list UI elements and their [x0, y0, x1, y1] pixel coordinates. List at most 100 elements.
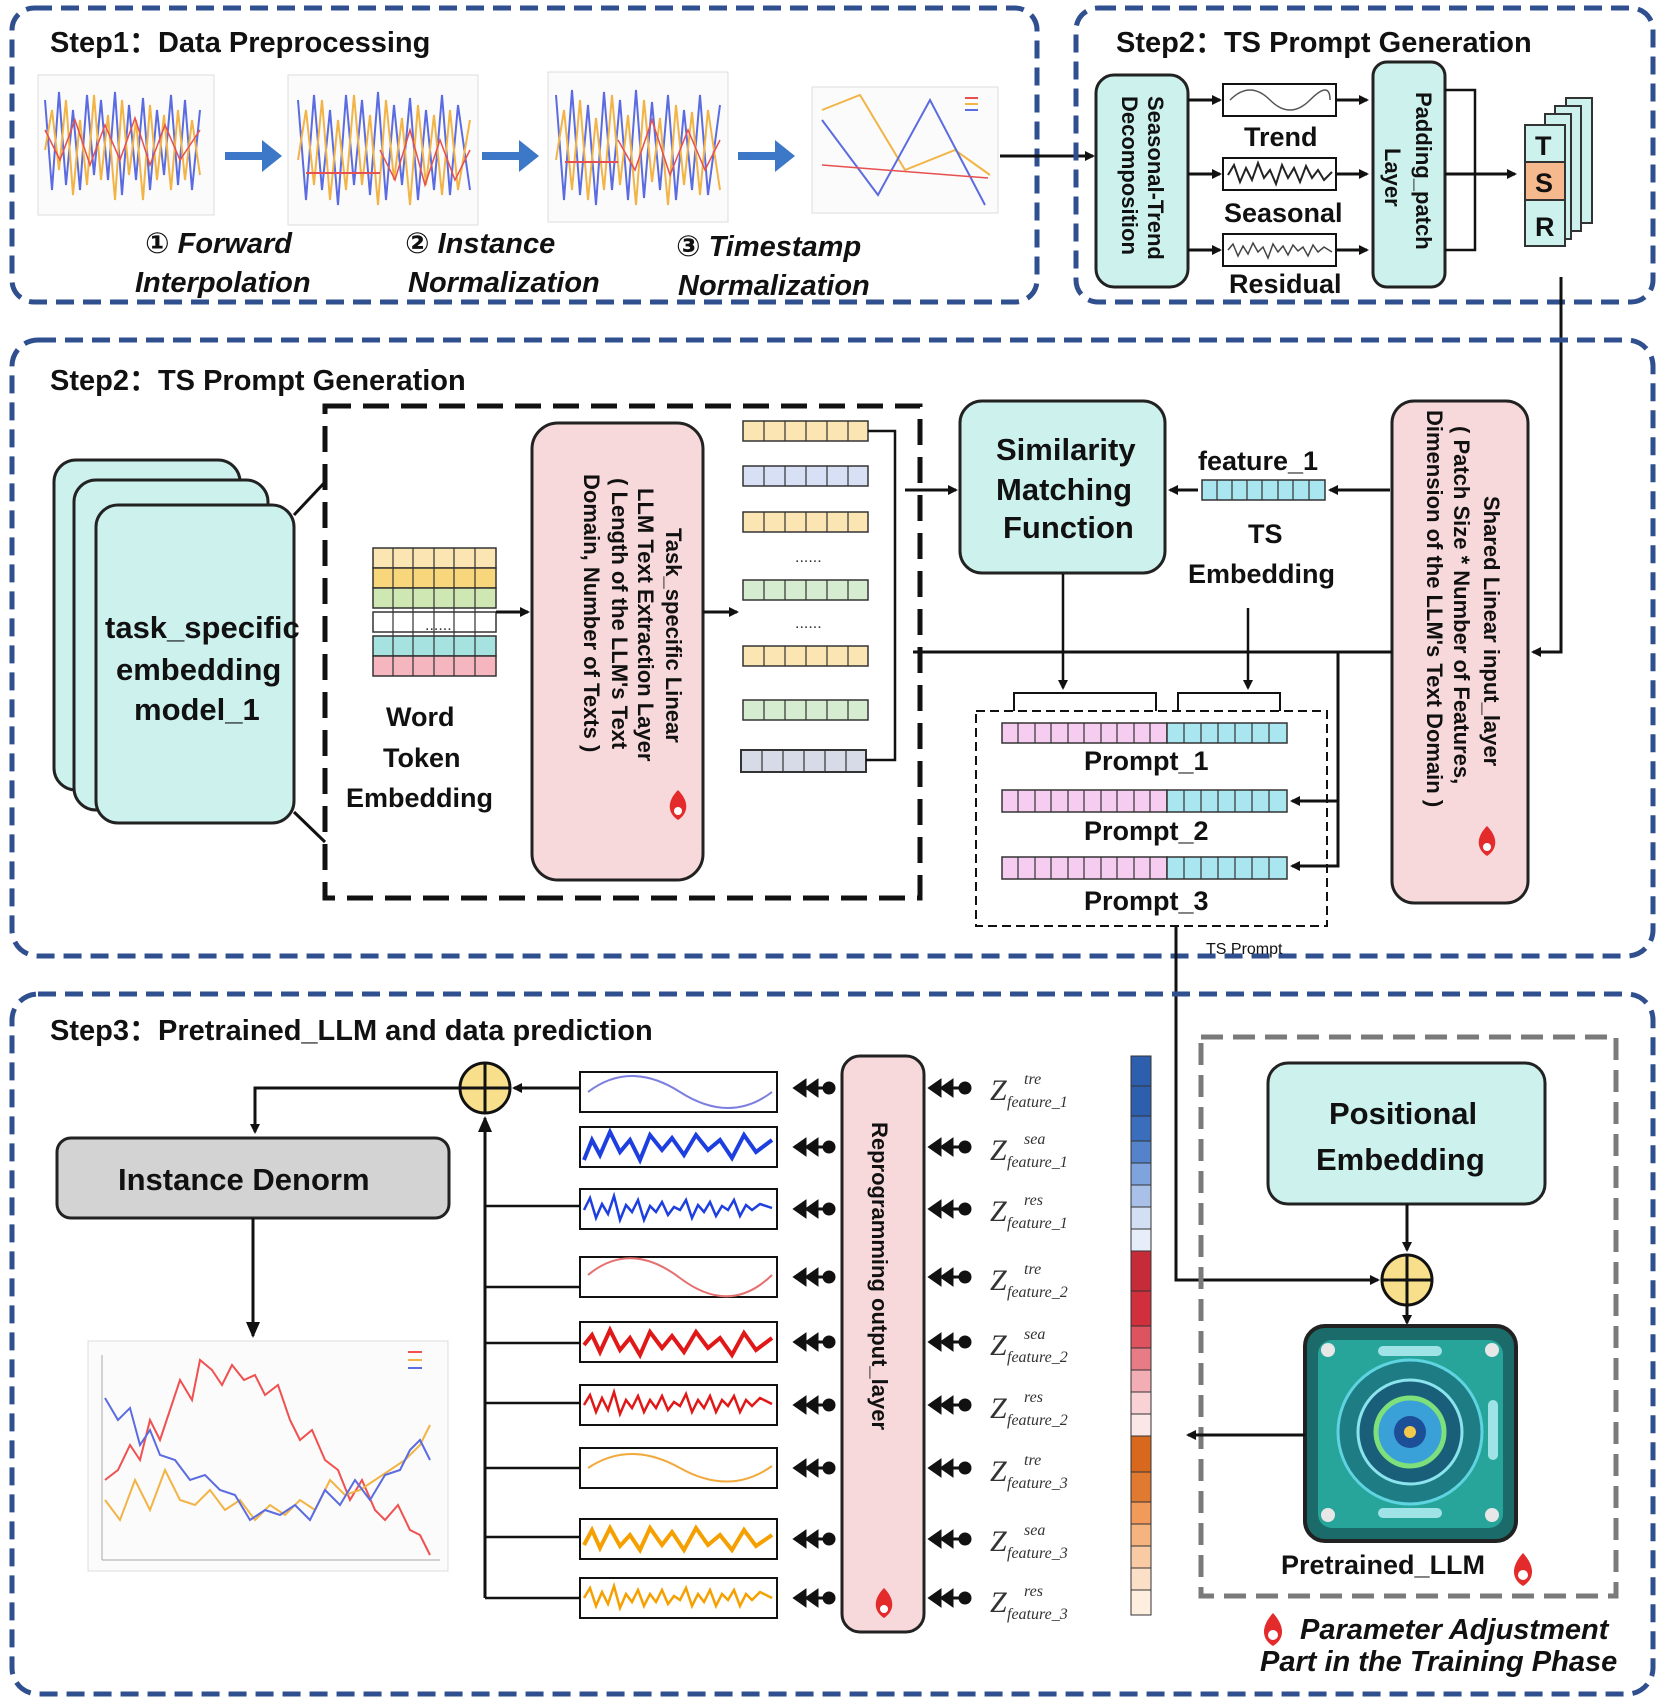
- shared-label-2: ( Patch Size * Number of Features,: [1449, 426, 1474, 784]
- flame-icon: [1478, 826, 1496, 856]
- decomposition-label-2: Decomposition: [1117, 96, 1142, 255]
- z-base: Z: [990, 1074, 1007, 1107]
- z-base: Z: [990, 1264, 1007, 1297]
- tsr-stack: T S R: [1524, 97, 1593, 247]
- z-base: Z: [990, 1455, 1007, 1488]
- z-superscript: res: [1024, 1583, 1043, 1600]
- prompt-3-label: Prompt_3: [1084, 886, 1209, 916]
- seasonal-label: Seasonal: [1224, 198, 1343, 228]
- svg-text:......: ......: [795, 615, 822, 632]
- z-superscript: tre: [1024, 1452, 1041, 1469]
- feature-token-stack: [1130, 1055, 1152, 1616]
- z-base: Z: [990, 1525, 1007, 1558]
- z-subscript: feature_2: [1007, 1412, 1068, 1429]
- positional-add-node: [1380, 1253, 1434, 1307]
- forward-label-1: ① Forward: [145, 228, 293, 260]
- interpolated-series-plot: [287, 74, 479, 226]
- step2-mid-title: Step2：TS Prompt Generation: [50, 365, 466, 397]
- task-specific-embedding-model: task_specific embedding model_1: [52, 458, 300, 825]
- arrow-prompt-to-llm: [1174, 926, 1380, 1285]
- arrow-3: [738, 140, 795, 172]
- tsr-s: S: [1535, 168, 1553, 198]
- task-linear-label-2: LLM Text Extraction Layer: [633, 488, 658, 762]
- arrow-2: [482, 140, 539, 172]
- forward-label-2: Interpolation: [135, 267, 311, 299]
- flame-icon: [1263, 1613, 1283, 1646]
- step2-top-title: Step2：TS Prompt Generation: [1116, 27, 1532, 59]
- legend-label-2: Part in the Training Phase: [1260, 1646, 1617, 1678]
- reprogramming-output-layer: Reprogramming output_layer: [840, 1054, 926, 1634]
- ts-embedding-bar: [1201, 479, 1326, 501]
- embedding-model-label-1: task_specific: [105, 610, 300, 645]
- step2-mid-panel: Step2：TS Prompt Generation task_specific…: [9, 337, 1656, 959]
- feature-label: feature_1: [1198, 446, 1318, 476]
- prompt-1-bar: [1001, 722, 1288, 744]
- ts-embedding-label-1: TS: [1248, 519, 1283, 549]
- shared-linear-input-layer: Shared Linear input_layer ( Patch Size *…: [1390, 399, 1530, 905]
- padding-label-2: Layer: [1380, 148, 1405, 207]
- instance-label-2: Normalization: [408, 267, 600, 299]
- z-base: Z: [990, 1392, 1007, 1425]
- decomposition-label-1: Seasonal-Trend: [1143, 96, 1168, 260]
- arrow-1: [225, 140, 282, 172]
- similarity-label-3: Function: [1003, 510, 1134, 545]
- z-subscript: feature_2: [1007, 1349, 1068, 1366]
- tsr-r: R: [1535, 212, 1555, 242]
- word-label-3: Embedding: [346, 783, 493, 813]
- residual-label: Residual: [1229, 269, 1342, 299]
- word-label-2: Token: [383, 743, 461, 773]
- z-subscript: feature_3: [1007, 1545, 1068, 1562]
- shared-label-3: Dimension of the LLM's Text Domain ): [1422, 410, 1447, 807]
- z-superscript: sea: [1024, 1131, 1045, 1148]
- flame-icon: [875, 1588, 893, 1618]
- prompt-3-bar: [1001, 856, 1288, 880]
- padding-patch-layer: Padding_patch Layer: [1371, 60, 1447, 289]
- prompt-1-label: Prompt_1: [1084, 746, 1209, 776]
- flame-icon: [669, 790, 687, 820]
- similarity-label-1: Similarity: [996, 432, 1136, 467]
- similarity-label-2: Matching: [996, 472, 1132, 507]
- llm-region: [1198, 1034, 1619, 1599]
- step3-panel: Step3：Pretrained_LLM and data prediction…: [9, 991, 1656, 1697]
- ts-embedding-label-2: Embedding: [1188, 559, 1335, 589]
- z-to-reprogramming-arrows: [927, 1078, 972, 1608]
- z-subscript: feature_1: [1007, 1094, 1068, 1111]
- seasonal-trend-decomposition-block: Seasonal-Trend Decomposition: [1094, 73, 1190, 289]
- embedding-model-label-2: embedding: [116, 652, 281, 687]
- arrow-tsr-to-shared: [1531, 277, 1563, 657]
- positional-label-2: Embedding: [1316, 1142, 1485, 1177]
- sum-node: [458, 1061, 512, 1115]
- prompt-2-label: Prompt_2: [1084, 816, 1209, 846]
- task-linear-label-4: Domain, Number of Texts ): [579, 474, 604, 752]
- z-subscript: feature_1: [1007, 1154, 1068, 1171]
- z-base: Z: [990, 1586, 1007, 1619]
- normalized-series-plot: [547, 71, 729, 223]
- timestamp-plot: [811, 86, 999, 214]
- z-superscript: res: [1024, 1192, 1043, 1209]
- step2-top-panel: Step2：TS Prompt Generation Seasonal-Tren…: [1073, 5, 1656, 305]
- step1-title: Step1：Data Preprocessing: [50, 27, 430, 59]
- text-embedding-bars: ...... ......: [740, 420, 869, 773]
- reprogramming-arrows: [792, 1078, 836, 1608]
- word-label-1: Word: [386, 702, 455, 732]
- instance-denorm-label: Instance Denorm: [118, 1162, 370, 1197]
- forecast-output-plot: [87, 1340, 449, 1572]
- task-linear-label-1: Task_specific Linear: [661, 528, 686, 743]
- z-subscript: feature_1: [1007, 1215, 1068, 1232]
- shared-label-1: Shared Linear input_layer: [1479, 496, 1504, 767]
- z-superscript: sea: [1024, 1326, 1045, 1343]
- trend-box: [1222, 83, 1337, 117]
- step1-panel: Step1：Data Preprocessing: [9, 5, 1040, 305]
- pretrained-llm-label: Pretrained_LLM: [1281, 1550, 1485, 1580]
- z-superscript: tre: [1024, 1071, 1041, 1088]
- flame-icon: [1513, 1553, 1533, 1586]
- positional-embedding-block: Positional Embedding: [1266, 1061, 1547, 1206]
